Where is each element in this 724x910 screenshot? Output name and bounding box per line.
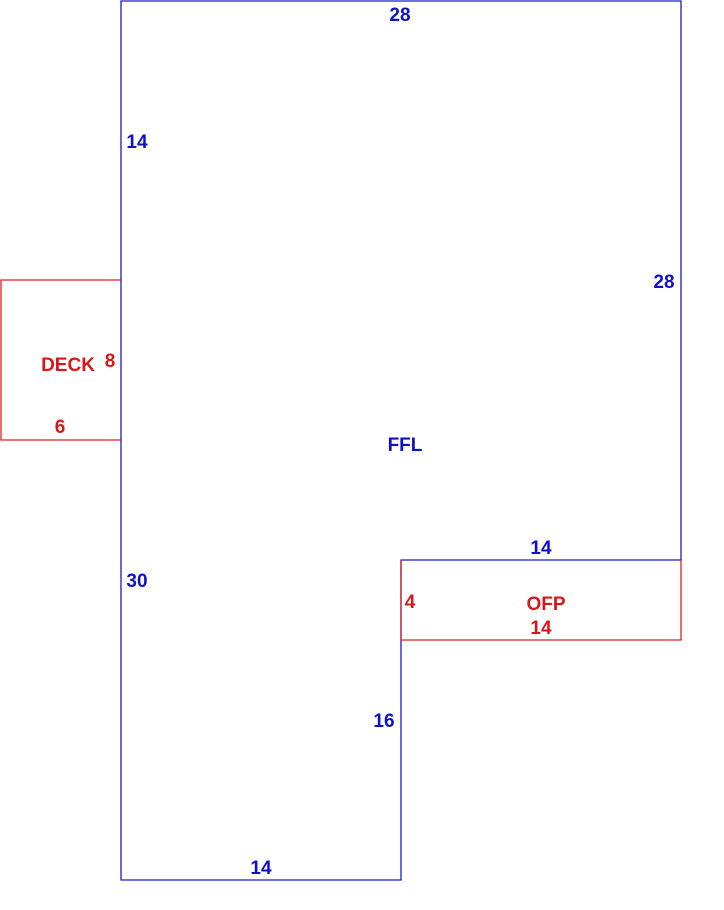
ffl-dim-left-upper: 14 — [126, 132, 148, 153]
ffl-dim-notch-top: 14 — [530, 538, 552, 559]
ofp-dim-side: 4 — [405, 592, 416, 613]
ffl-dim-bottom: 14 — [250, 858, 272, 879]
deck-dim-bottom: 6 — [55, 417, 66, 438]
ffl-dim-notch-side: 16 — [373, 711, 394, 732]
ffl-dim-right: 28 — [653, 272, 674, 293]
deck-outline — [0, 279, 121, 441]
ofp-outline — [400, 560, 682, 641]
ffl-label: FFL — [388, 435, 423, 456]
ofp-dim-bottom: 14 — [530, 618, 552, 639]
ofp-label: OFP — [526, 594, 565, 615]
deck-label: DECK — [41, 355, 95, 376]
ffl-dim-top: 28 — [389, 5, 410, 26]
deck-dim-side: 8 — [105, 351, 116, 372]
ffl-dim-left-lower: 30 — [126, 571, 147, 592]
